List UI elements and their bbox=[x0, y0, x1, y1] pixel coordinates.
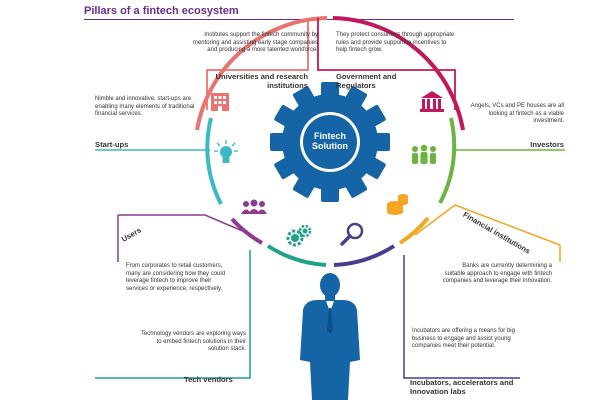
ring-segment-financial bbox=[398, 216, 430, 245]
users-icon bbox=[241, 199, 267, 214]
incubators-description: Incubators are offering a means for big … bbox=[412, 328, 515, 350]
connector-financial bbox=[414, 204, 561, 246]
ring-segment-tech bbox=[266, 244, 327, 267]
ring-segment-universities bbox=[195, 16, 328, 131]
connector-incubators bbox=[403, 255, 520, 379]
investors-label: Investors bbox=[530, 140, 564, 149]
magnifier-icon bbox=[340, 222, 364, 246]
hub-label: Fintech Solution bbox=[300, 131, 360, 151]
government-label-line2: Regulators bbox=[336, 81, 376, 90]
title-divider bbox=[84, 19, 514, 20]
ring-segment-startups bbox=[205, 117, 223, 205]
connector-tech bbox=[95, 250, 251, 379]
hub-label-line1: Fintech bbox=[313, 131, 346, 141]
ring-segment-users bbox=[230, 217, 264, 245]
incubators-label: Incubators, accelerators and Innovation … bbox=[410, 378, 513, 396]
tech-vendors-label: Tech vendors bbox=[184, 375, 233, 384]
government-description: They protect consumers through appropria… bbox=[336, 32, 455, 54]
tech-vendors-description: Technology vendors are exploring ways to… bbox=[140, 331, 246, 353]
page-title: Pillars of a fintech ecosystem bbox=[84, 5, 239, 17]
incubators-label-line2: Innovation labs bbox=[410, 387, 466, 396]
universities-label-line2: institutions bbox=[267, 81, 308, 90]
financial-institutions-description: Banks are currently determining a suitab… bbox=[442, 263, 552, 285]
businessman-silhouette bbox=[300, 273, 360, 400]
users-description: From corporates to retail customers, man… bbox=[126, 263, 226, 292]
universities-label: Universities and research institutions bbox=[198, 72, 308, 90]
coins-icon bbox=[387, 194, 408, 215]
people-group-icon bbox=[412, 144, 436, 164]
gears-icon bbox=[286, 224, 312, 247]
incubators-label-line1: Incubators, accelerators and bbox=[410, 378, 514, 387]
bank-icon bbox=[420, 91, 444, 112]
connector-users bbox=[118, 214, 246, 233]
ring-segment-government bbox=[332, 16, 465, 131]
ring-segment-incubators bbox=[333, 244, 396, 267]
startups-description: Nimble and innovative, start-ups are ena… bbox=[95, 96, 195, 118]
government-label: Government and Regulators bbox=[336, 72, 446, 90]
gear-icon bbox=[270, 82, 390, 202]
building-icon bbox=[211, 93, 229, 111]
connector-government bbox=[317, 18, 456, 110]
lightbulb-icon bbox=[214, 140, 238, 163]
investors-description: Angels, VCs and PE houses are all lookin… bbox=[470, 103, 564, 125]
hub-label-line2: Solution bbox=[312, 141, 348, 151]
universities-label-line1: Universities and research bbox=[215, 72, 308, 81]
ring-segment-investors bbox=[438, 117, 457, 204]
connector-universities bbox=[206, 18, 309, 110]
government-label-line1: Government and bbox=[336, 72, 397, 81]
universities-description: Institutes support the fintech community… bbox=[192, 32, 318, 54]
startups-label: Start-ups bbox=[95, 140, 129, 149]
